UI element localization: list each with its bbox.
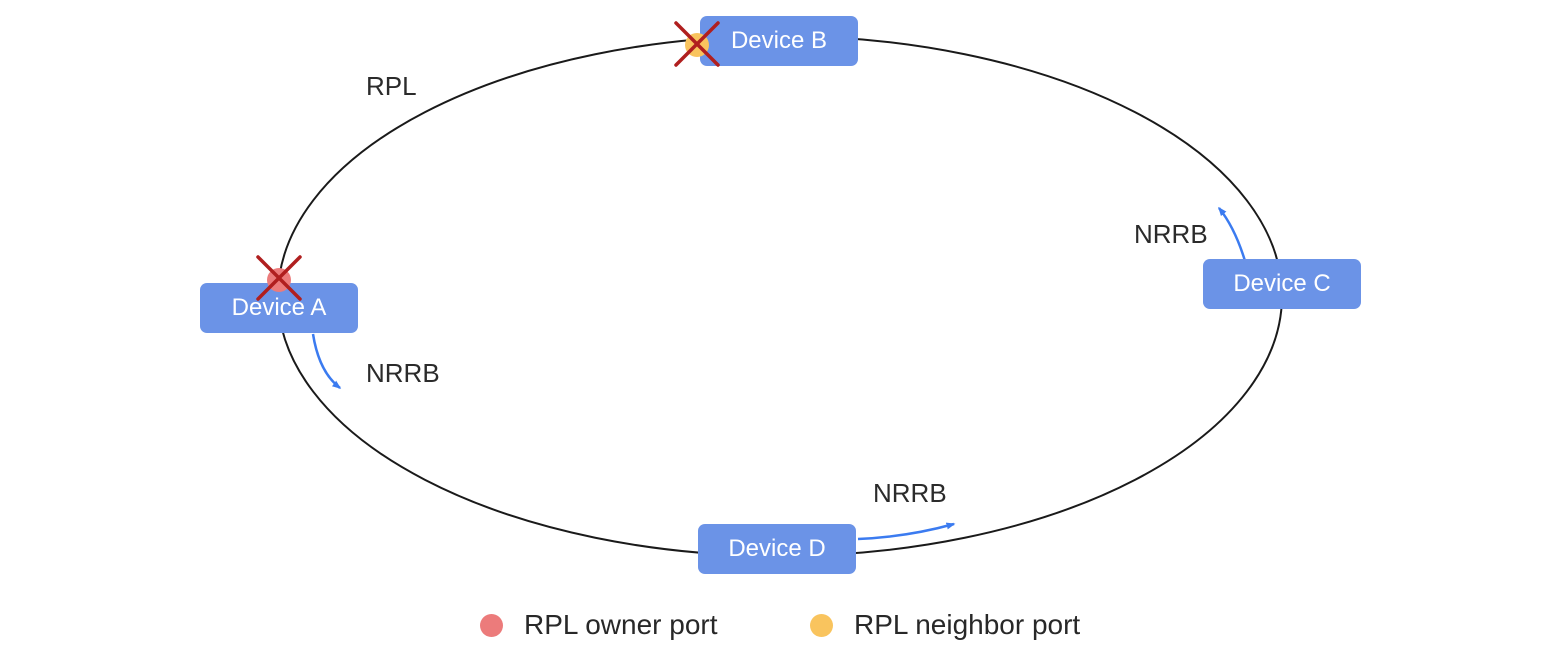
device-node-b: Device B	[700, 16, 858, 66]
legend: RPL owner port RPL neighbor port	[0, 606, 1560, 646]
rpl-neighbor-port-legend-dot-icon	[810, 613, 833, 637]
ring-ellipse	[277, 35, 1283, 557]
nrrb-label-device-c: NRRB	[1134, 219, 1208, 249]
legend-item-rpl-neighbor-port: RPL neighbor port	[810, 606, 1080, 644]
rpl-neighbor-port-legend-label: RPL neighbor port	[854, 609, 1081, 640]
nrrb-arrow-device-c	[1218, 206, 1247, 262]
nrrb-label-device-a: NRRB	[366, 358, 440, 388]
device-node-d: Device D	[698, 524, 856, 574]
device-a-label: Device A	[231, 294, 327, 321]
rpl-owner-port-legend-dot-icon	[480, 613, 503, 637]
device-node-c: Device C	[1203, 259, 1361, 309]
device-b-label: Device B	[730, 27, 828, 54]
nrrb-arrow-device-a	[311, 333, 342, 389]
nrrb-arrow-device-d	[857, 522, 956, 541]
device-node-a: Device A	[200, 283, 358, 333]
device-c-label: Device C	[1233, 270, 1331, 297]
rpl-owner-port-legend-label: RPL owner port	[524, 609, 718, 640]
nrrb-label-device-d: NRRB	[873, 478, 947, 508]
legend-item-rpl-owner-port: RPL owner port	[480, 606, 718, 644]
device-d-label: Device D	[728, 535, 826, 562]
rpl-link-label: RPL	[366, 71, 417, 101]
